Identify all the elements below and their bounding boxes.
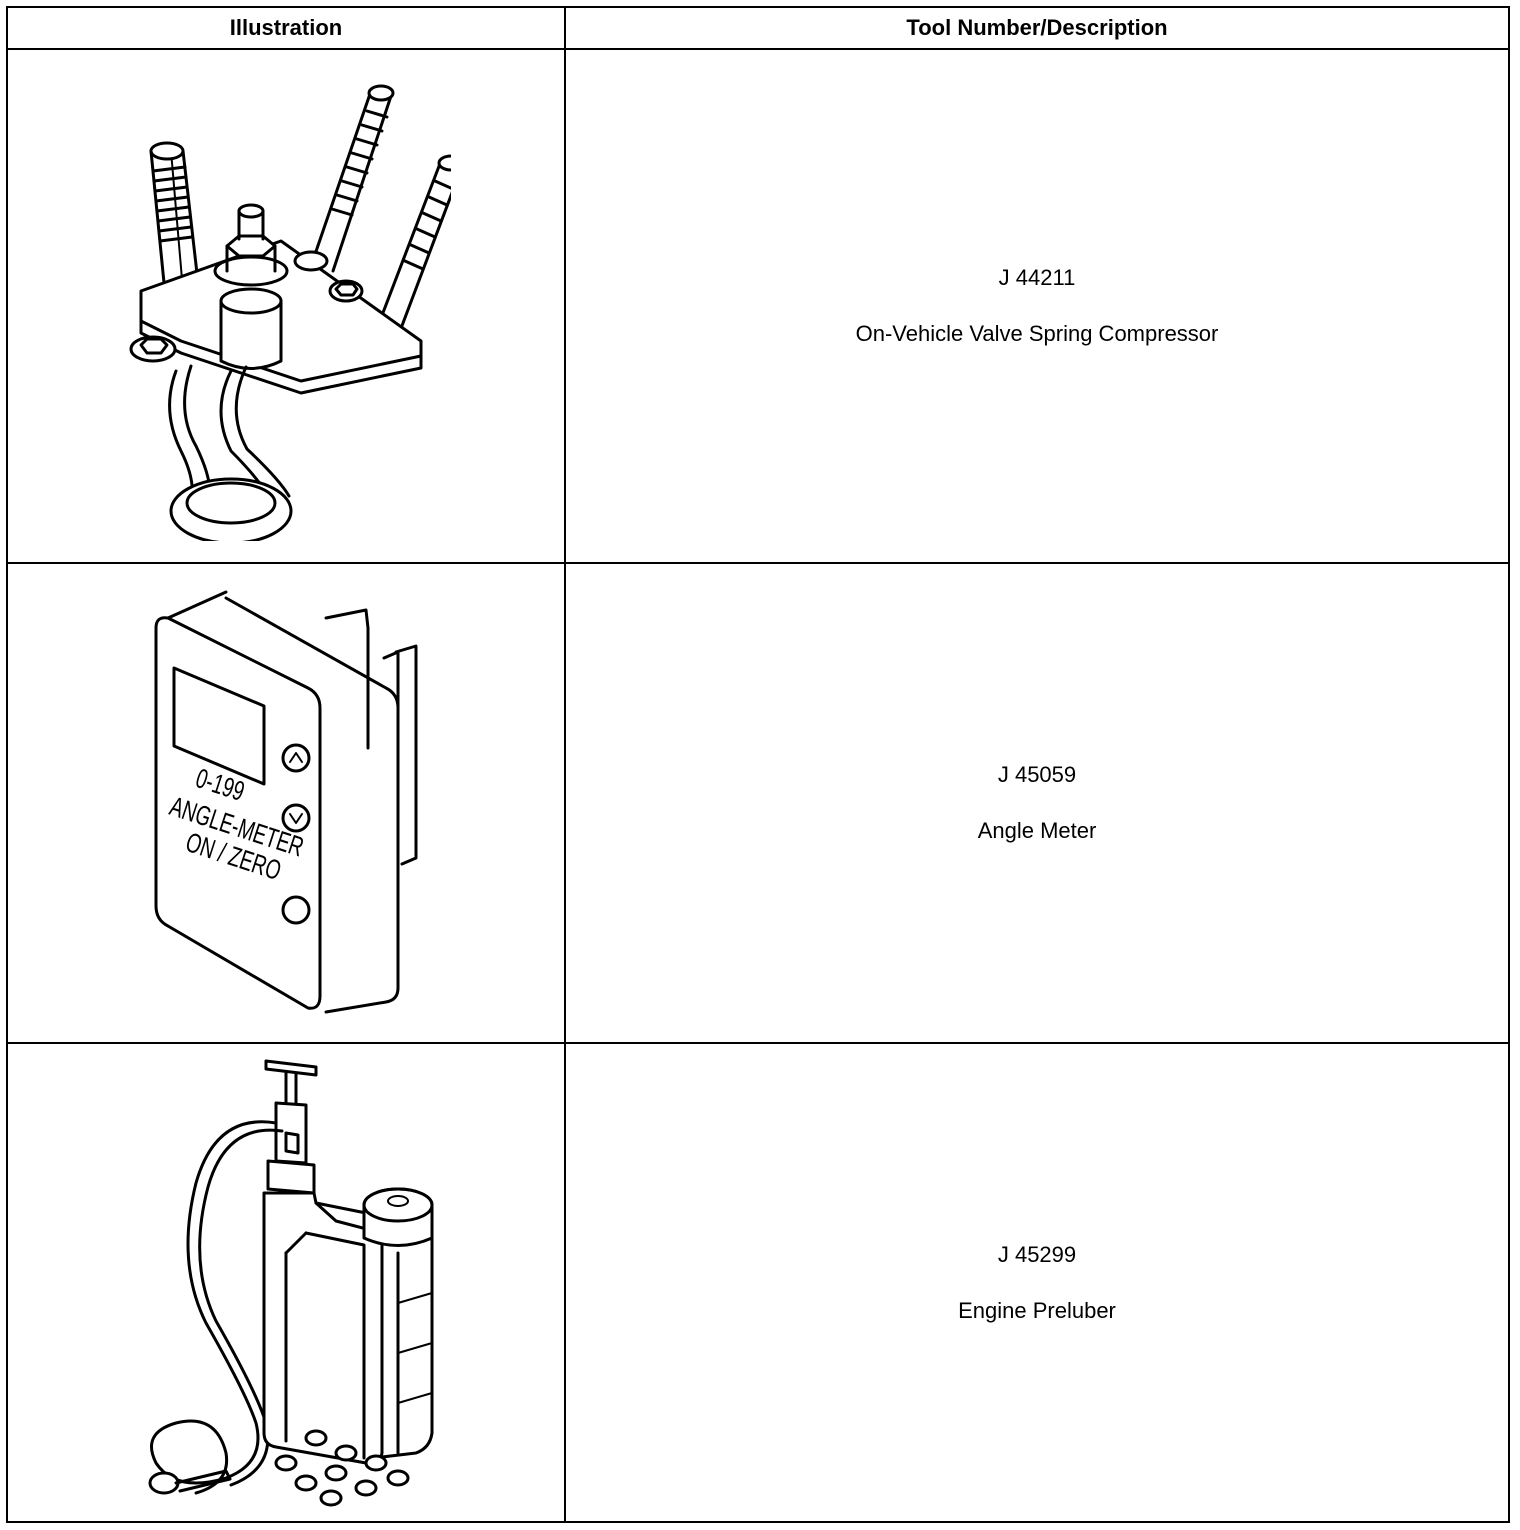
tool-description: On-Vehicle Valve Spring Compressor: [855, 321, 1219, 346]
tool-description: Engine Preluber: [958, 1297, 1116, 1323]
angle-meter-icon: 0-199 ANGLE-METER ON / ZERO: [154, 590, 418, 1014]
tool-description: Angle Meter: [977, 818, 1097, 843]
tool-number: J 44211: [998, 265, 1076, 290]
description-cell: J 45059 Angle Meter: [564, 562, 1510, 1044]
table-row: 0-199 ANGLE-METER ON / ZERO J 45059 Angl…: [6, 562, 1510, 1044]
illustration-cell: [6, 48, 566, 564]
illustration-cell: [6, 1042, 566, 1523]
valve-spring-compressor-icon: [129, 84, 451, 541]
header-illustration: Illustration: [6, 6, 566, 50]
header-tool-description: Tool Number/Description: [564, 6, 1510, 50]
description-cell: J 44211 On-Vehicle Valve Spring Compress…: [564, 48, 1510, 564]
tool-number: J 45299: [997, 1241, 1077, 1267]
tool-table: Illustration Tool Number/Description: [6, 6, 1510, 1523]
illustration-cell: 0-199 ANGLE-METER ON / ZERO: [6, 562, 566, 1044]
table-row: J 45299 Engine Preluber: [6, 1042, 1510, 1523]
engine-preluber-icon: [148, 1059, 434, 1506]
tool-number: J 45059: [997, 762, 1077, 787]
header-row: Illustration Tool Number/Description: [6, 6, 1510, 50]
description-cell: J 45299 Engine Preluber: [564, 1042, 1510, 1523]
table-row: J 44211 On-Vehicle Valve Spring Compress…: [6, 48, 1510, 564]
